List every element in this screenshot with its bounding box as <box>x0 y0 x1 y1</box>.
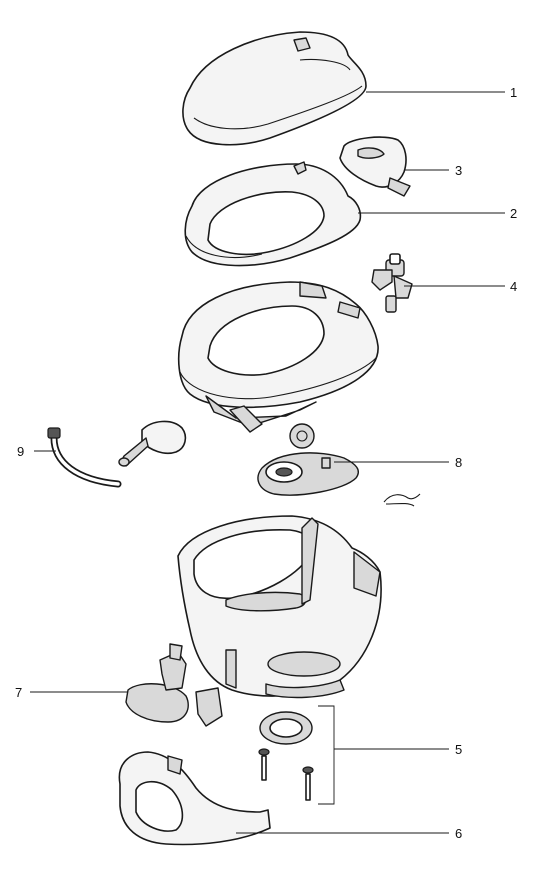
part-9-hose <box>47 427 122 488</box>
callout-2: 2 <box>510 206 517 221</box>
callout-3: 3 <box>455 163 462 178</box>
callout-numbers: 1 3 2 4 8 9 7 5 6 <box>15 85 517 841</box>
callout-8: 8 <box>455 455 462 470</box>
callout-5: 5 <box>455 742 462 757</box>
callout-9: 9 <box>17 444 24 459</box>
upper-tank <box>177 281 379 433</box>
part-3-cover <box>339 136 411 197</box>
part-7-valve-lever <box>125 643 223 727</box>
part-2-seat <box>184 161 362 267</box>
part-5-seal-and-bolts <box>258 711 314 801</box>
callout-6: 6 <box>455 826 462 841</box>
part-4-valve <box>371 253 413 313</box>
spray-nozzle <box>118 420 187 467</box>
lower-tank <box>177 515 382 699</box>
callout-4: 4 <box>510 279 517 294</box>
logo-badge <box>383 493 421 507</box>
leader-lines <box>30 91 505 834</box>
callout-1: 1 <box>510 85 517 100</box>
part-1-lid <box>182 31 367 146</box>
part-6-base <box>118 751 271 846</box>
part-8-pump <box>257 423 360 496</box>
callout-7: 7 <box>15 685 22 700</box>
